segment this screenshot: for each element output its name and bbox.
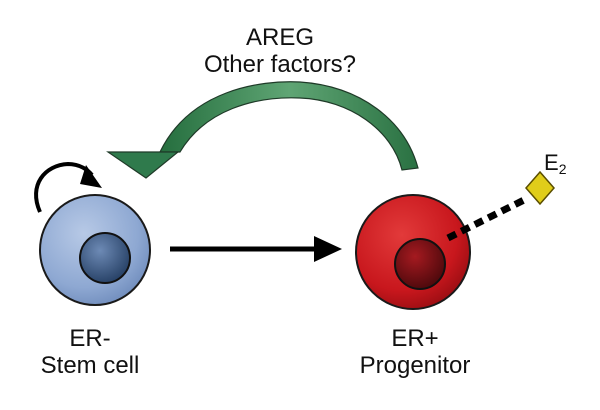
- feedback-label-line2: Other factors?: [203, 51, 357, 78]
- progenitor-cell: [355, 194, 471, 310]
- progenitor-label: ER+ Progenitor: [345, 325, 485, 379]
- progenitor-label-line1: ER+: [391, 325, 439, 352]
- ligand-subscript: 2: [558, 161, 567, 177]
- stem-cell-label-line2: Stem cell: [40, 352, 140, 379]
- ligand-symbol: E: [544, 150, 559, 175]
- stem-cell-label-line1: ER-: [69, 325, 111, 352]
- feedback-label-line1: AREG: [245, 24, 314, 51]
- progenitor-nucleus: [394, 238, 446, 290]
- differentiation-arrow: [170, 236, 342, 262]
- stem-cell-nucleus: [79, 232, 131, 284]
- ligand-diamond: [525, 170, 555, 206]
- feedback-arrow-body: [159, 81, 419, 171]
- stem-cell-label: ER- Stem cell: [20, 325, 160, 379]
- progenitor-label-line2: Progenitor: [359, 352, 471, 379]
- feedback-arrow: [106, 81, 419, 179]
- ligand-label: E2: [544, 150, 566, 177]
- feedback-arrow-head: [106, 151, 180, 179]
- stem-cell: [39, 194, 151, 306]
- feedback-label: AREG Other factors?: [175, 24, 385, 78]
- self-renewal-arrow: [34, 161, 102, 213]
